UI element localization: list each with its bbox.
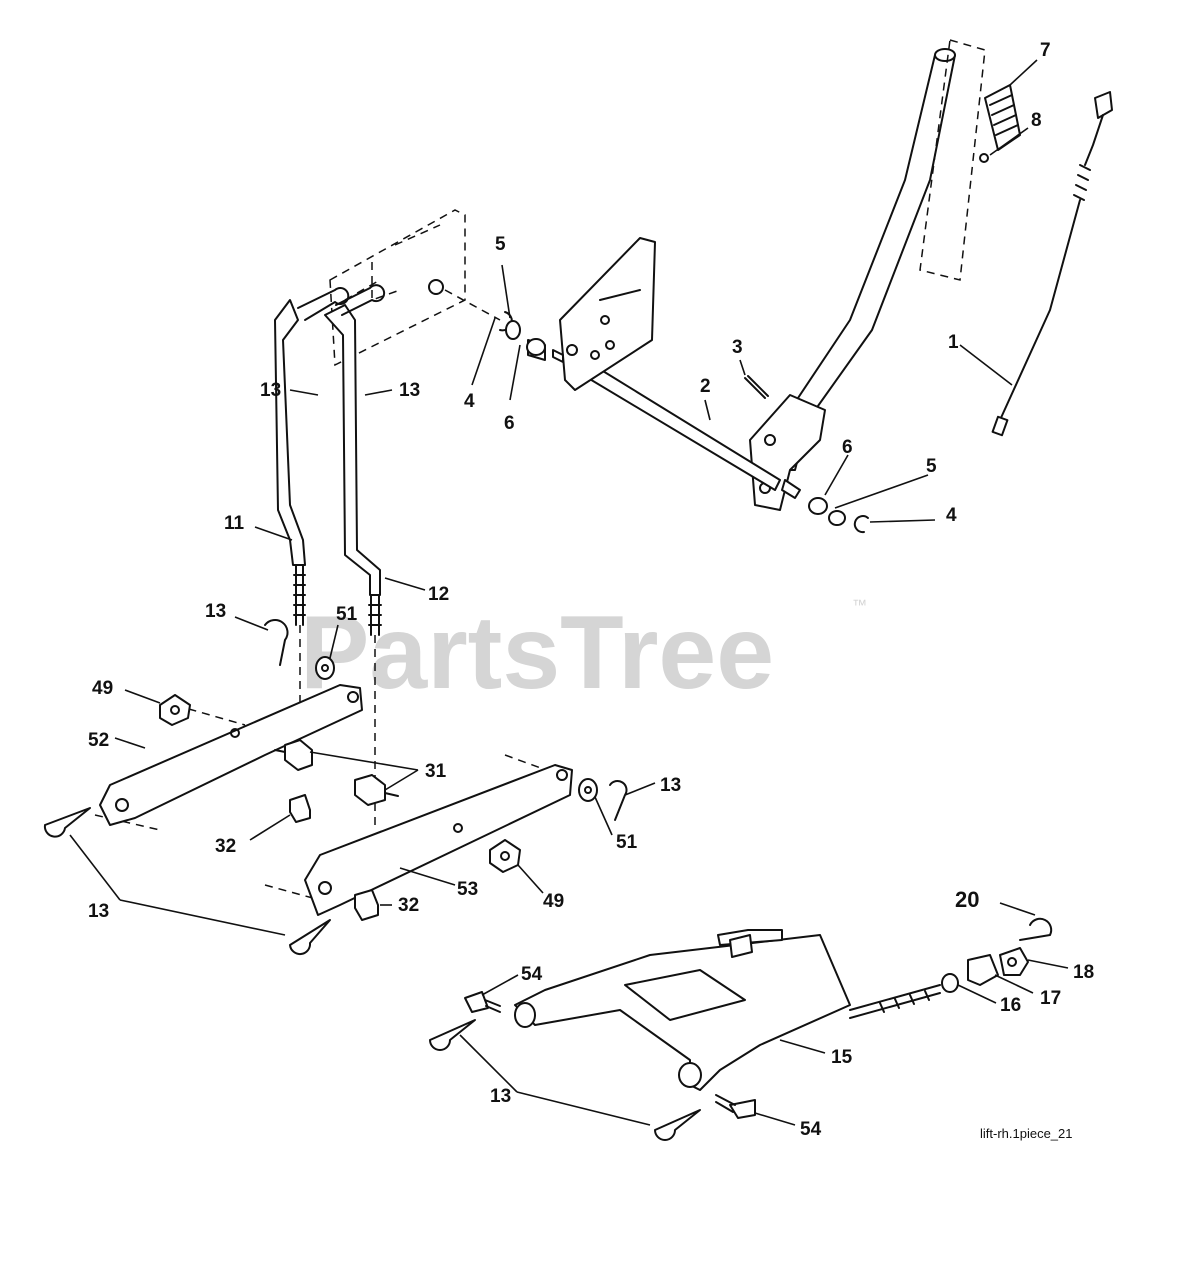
height-adjust-cable [991, 91, 1113, 437]
callout-3: 3 [732, 337, 743, 358]
callout-18: 18 [1073, 962, 1094, 983]
figure-id: lift-rh.1piece_21 [980, 1126, 1073, 1141]
lift-link-left [274, 299, 306, 626]
front-lift-bracket [514, 929, 851, 1091]
callout-4-left: 4 [464, 391, 475, 412]
callout-5-right: 5 [926, 456, 937, 477]
callout-15: 15 [831, 1047, 853, 1068]
callout-7: 7 [1040, 40, 1051, 61]
callout-12: 12 [428, 584, 449, 605]
pin [744, 375, 769, 399]
callout-5-left: 5 [495, 234, 506, 255]
callout-20: 20 [955, 887, 979, 912]
lift-link-right [324, 304, 382, 636]
callout-51-left: 51 [336, 604, 358, 625]
callout-11: 11 [224, 513, 245, 534]
adjust-rod [849, 984, 941, 1019]
right-shaft-hardware [808, 497, 869, 534]
shaft-bracket-plate [559, 237, 656, 391]
callout-4-right: 4 [946, 505, 957, 526]
callout-32-left: 32 [215, 836, 236, 857]
callout-1: 1 [948, 332, 959, 353]
callout-6-left: 6 [504, 413, 515, 434]
shoulder-bolts [464, 991, 756, 1119]
callout-52: 52 [88, 730, 109, 751]
watermark-trademark: ™ [852, 597, 867, 614]
lift-handle-lever [749, 39, 986, 511]
callout-2: 2 [700, 376, 711, 397]
callout-13-a: 13 [260, 380, 281, 401]
callout-51-right: 51 [616, 832, 638, 853]
handle-grip [979, 84, 1021, 163]
callout-31: 31 [425, 761, 447, 782]
callout-54-bottom: 54 [800, 1119, 822, 1140]
callout-32-right: 32 [398, 895, 419, 916]
callout-6-right: 6 [842, 437, 853, 458]
callout-49-left: 49 [92, 678, 113, 699]
adjust-hardware [941, 947, 1029, 993]
callout-13-d: 13 [660, 775, 681, 796]
callout-8: 8 [1031, 110, 1042, 131]
callout-13-b: 13 [399, 380, 420, 401]
washers-and-nuts [159, 656, 598, 873]
callout-16: 16 [1000, 995, 1021, 1016]
left-shaft-hardware [499, 311, 564, 363]
callout-13-c: 13 [205, 601, 226, 622]
callouts: 1 2 3 4 4 5 5 6 6 7 8 11 12 13 13 13 13 … [88, 40, 1094, 1140]
callout-13-e: 13 [88, 901, 109, 922]
callout-53: 53 [457, 879, 478, 900]
callout-13-f: 13 [490, 1086, 511, 1107]
left-lift-bar [99, 684, 363, 826]
callout-54-top: 54 [521, 964, 543, 985]
right-lift-bar [304, 764, 573, 916]
adjust-nuts [289, 794, 379, 921]
callout-49-right: 49 [543, 891, 564, 912]
trunnions [274, 739, 399, 806]
callout-17: 17 [1040, 988, 1061, 1009]
leader-lines [69, 59, 1069, 1126]
